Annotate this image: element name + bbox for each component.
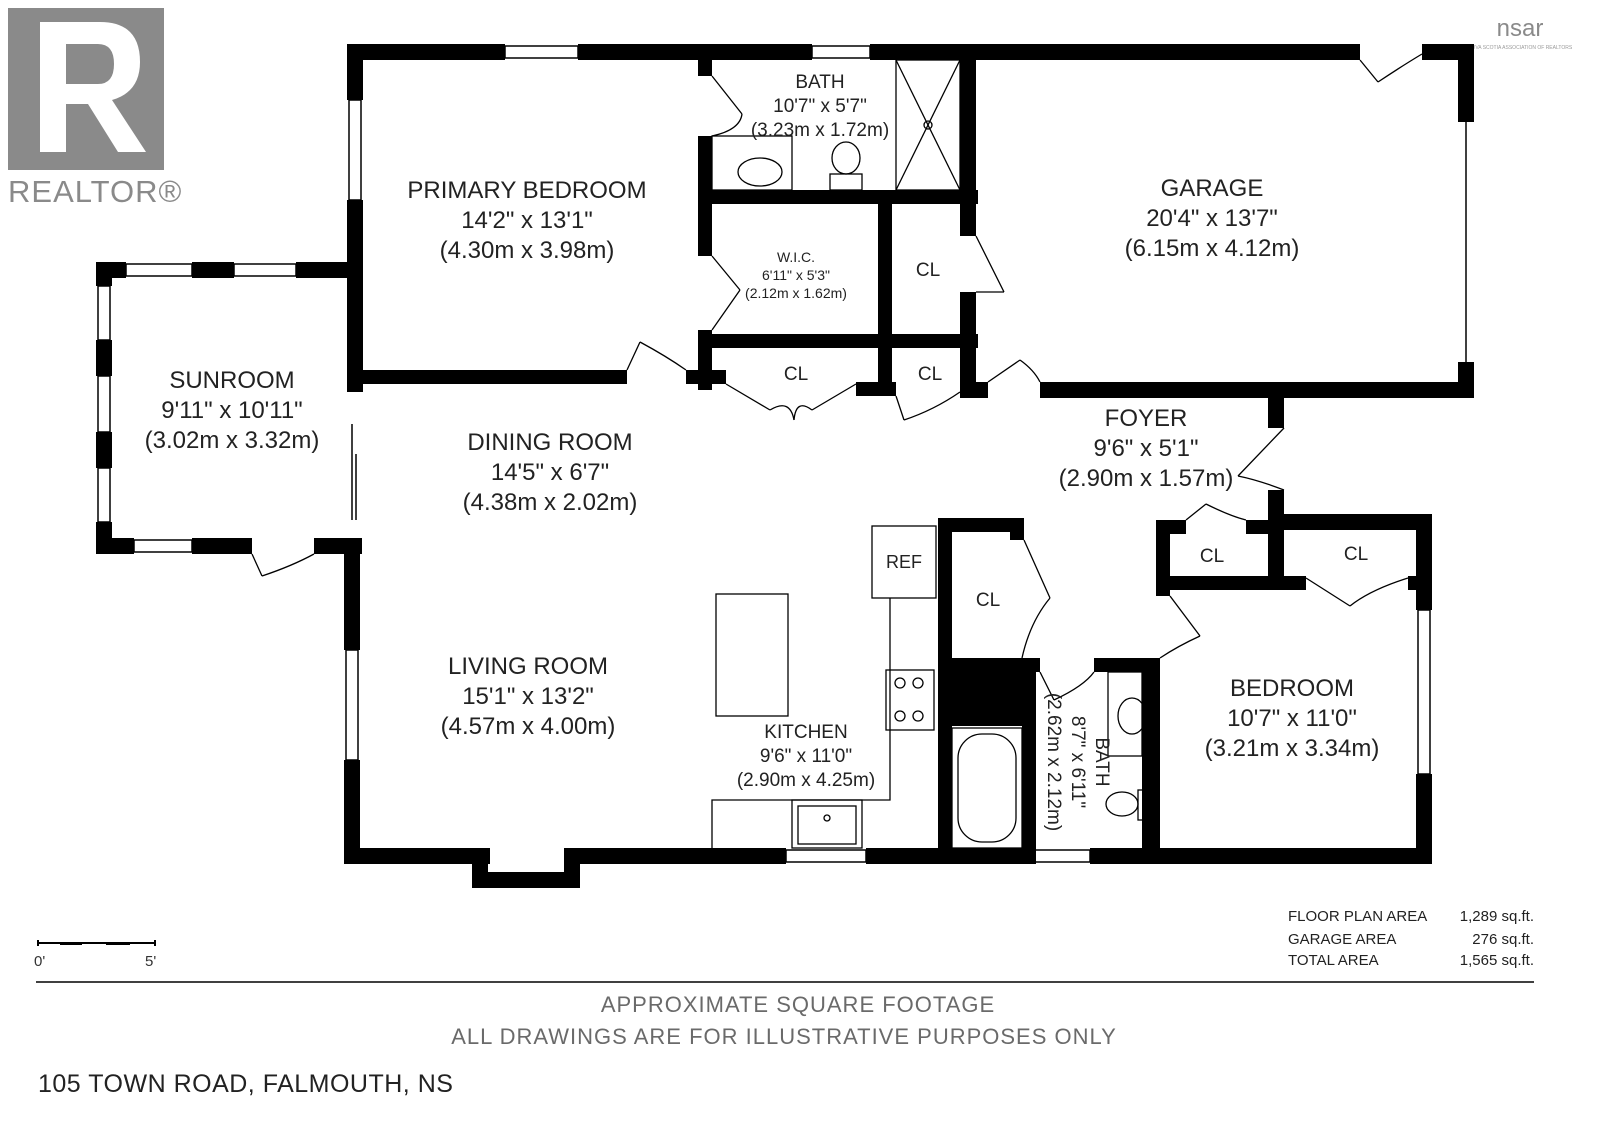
area-value: 1,565 sq.ft. — [1460, 952, 1534, 969]
room-bedroom: BEDROOM 10'7" x 11'0" (3.21m x 3.34m) — [1205, 675, 1380, 762]
nsar-logo: nsar NOVA SCOTIA ASSOCIATION OF REALTORS — [1468, 15, 1573, 51]
room-imperial-dims: 10'7" x 11'0" — [1227, 705, 1357, 732]
room-metric-dims: (2.90m x 4.25m) — [737, 770, 875, 791]
room-name: LIVING ROOM — [448, 653, 608, 680]
room-name: GARAGE — [1161, 175, 1264, 202]
nsar-subtext: NOVA SCOTIA ASSOCIATION OF REALTORS — [1468, 45, 1573, 51]
ref-label: REF — [886, 552, 922, 572]
room-metric-dims: (4.57m x 4.00m) — [441, 713, 616, 740]
area-value: 276 sq.ft. — [1472, 931, 1534, 948]
room-name: SUNROOM — [169, 367, 294, 394]
room-imperial-dims: 15'1" x 13'2" — [462, 683, 594, 710]
closet-label: CL — [1200, 546, 1224, 567]
closet-label: CL — [918, 364, 942, 385]
room-imperial-dims: 9'11" x 10'11" — [161, 397, 302, 424]
room-imperial-dims: 9'6" x 11'0" — [760, 746, 852, 767]
fixtures: REF — [711, 59, 1153, 849]
room-living-room: LIVING ROOM 15'1" x 13'2" (4.57m x 4.00m… — [441, 653, 616, 740]
area-label: GARAGE AREA — [1288, 931, 1396, 948]
room-metric-dims: (2.90m x 1.57m) — [1059, 465, 1234, 492]
room-name: BEDROOM — [1230, 675, 1354, 702]
closet-label: CL — [784, 364, 808, 385]
room-name: W.I.C. — [777, 249, 815, 265]
disclaimer-line-2: ALL DRAWINGS ARE FOR ILLUSTRATIVE PURPOS… — [451, 1024, 1117, 1049]
area-label: TOTAL AREA — [1288, 952, 1379, 969]
room-dining-room: DINING ROOM 14'5" x 6'7" (4.38m x 2.02m) — [463, 429, 638, 516]
nsar-wordmark: nsar — [1497, 15, 1544, 42]
room-metric-dims: (4.30m x 3.98m) — [440, 237, 615, 264]
room-imperial-dims: 8'7" x 6'11" — [1067, 716, 1088, 808]
windows — [97, 45, 1467, 863]
room-name: FOYER — [1105, 405, 1188, 432]
room-name: PRIMARY BEDROOM — [407, 177, 646, 204]
area-summary: FLOOR PLAN AREA 1,289 sq.ft. GARAGE AREA… — [1288, 908, 1534, 969]
room-imperial-dims: 9'6" x 5'1" — [1094, 435, 1199, 462]
doors — [251, 53, 1423, 701]
realtor-logo: REALTOR® — [8, 8, 182, 209]
room-name: BATH — [795, 72, 844, 93]
room-metric-dims: (3.02m x 3.32m) — [145, 427, 320, 454]
room-foyer: FOYER 9'6" x 5'1" (2.90m x 1.57m) — [1059, 405, 1234, 492]
room-metric-dims: (4.38m x 2.02m) — [463, 489, 638, 516]
room-imperial-dims: 20'4" x 13'7" — [1146, 205, 1278, 232]
room-metric-dims: (3.23m x 1.72m) — [751, 120, 889, 141]
closet-label: CL — [1344, 544, 1368, 565]
room-sunroom: SUNROOM 9'11" x 10'11" (3.02m x 3.32m) — [145, 367, 320, 454]
scale-end-label: 5' — [145, 953, 156, 970]
room-kitchen: KITCHEN 9'6" x 11'0" (2.90m x 4.25m) — [737, 722, 875, 791]
area-value: 1,289 sq.ft. — [1460, 908, 1534, 925]
realtor-wordmark: REALTOR® — [8, 174, 182, 209]
room-name: DINING ROOM — [467, 429, 632, 456]
area-label: FLOOR PLAN AREA — [1288, 908, 1427, 925]
room-imperial-dims: 6'11" x 5'3" — [762, 267, 830, 283]
property-address: 105 TOWN ROAD, FALMOUTH, NS — [38, 1070, 453, 1098]
walls — [96, 44, 1474, 888]
closet-labels: CL CL CL CL CL CL — [784, 260, 1368, 611]
room-imperial-dims: 10'7" x 5'7" — [773, 96, 867, 117]
room-name: KITCHEN — [764, 722, 847, 743]
room-bath-2: BATH 8'7" x 6'11" (2.62m x 2.12m) — [1043, 693, 1112, 831]
room-name: BATH — [1091, 737, 1112, 786]
room-wic: W.I.C. 6'11" x 5'3" (2.12m x 1.62m) — [745, 249, 847, 301]
room-metric-dims: (2.62m x 2.12m) — [1043, 693, 1064, 831]
closet-label: CL — [976, 590, 1000, 611]
room-garage: GARAGE 20'4" x 13'7" (6.15m x 4.12m) — [1125, 175, 1300, 262]
closet-label: CL — [916, 260, 940, 281]
room-metric-dims: (2.12m x 1.62m) — [745, 285, 847, 301]
scale-start-label: 0' — [34, 953, 45, 970]
room-primary-bedroom: PRIMARY BEDROOM 14'2" x 13'1" (4.30m x 3… — [407, 177, 646, 264]
disclaimer-line-1: APPROXIMATE SQUARE FOOTAGE — [601, 992, 995, 1017]
room-bath-1: BATH 10'7" x 5'7" (3.23m x 1.72m) — [751, 72, 889, 141]
room-metric-dims: (6.15m x 4.12m) — [1125, 235, 1300, 262]
room-imperial-dims: 14'5" x 6'7" — [491, 459, 609, 486]
scale-bar: 0' 5' — [34, 940, 156, 970]
room-imperial-dims: 14'2" x 13'1" — [461, 207, 593, 234]
room-metric-dims: (3.21m x 3.34m) — [1205, 735, 1380, 762]
